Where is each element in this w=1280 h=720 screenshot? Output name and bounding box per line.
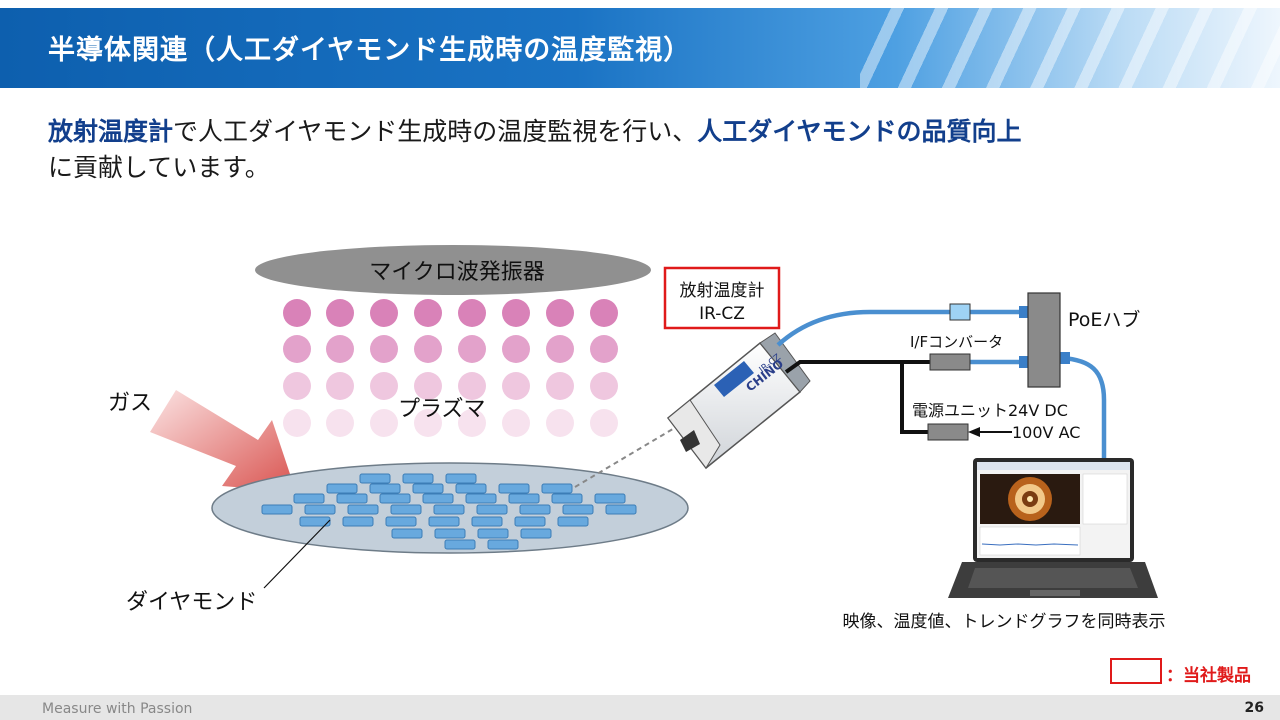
power-cable — [900, 362, 930, 434]
diamond-pointer-line — [263, 519, 331, 589]
ac-label: 100V AC — [1012, 423, 1080, 442]
plasma-label: プラズマ — [398, 397, 486, 422]
power-unit-label: 電源ユニット24V DC — [912, 401, 1068, 420]
ir-cz-sensor: CHINO IR-CZ — [666, 332, 811, 470]
plasma-dots — [283, 299, 618, 437]
pc-caption: 映像、温度値、トレンドグラフを同時表示 — [843, 612, 1166, 632]
gas-label: ガス — [108, 391, 152, 416]
ethernet-cable-pc — [1061, 355, 1107, 463]
footer-tagline: Measure with Passion — [42, 701, 193, 717]
poe-port-bottom — [1019, 356, 1029, 368]
poe-hub-label: PoEハブ — [1068, 308, 1140, 331]
microwave-label: マイクロ波発振器 — [369, 260, 545, 285]
lead-text: 放射温度計で人工ダイヤモンド生成時の温度監視を行い、人工ダイヤモンドの品質向上に… — [48, 114, 1228, 186]
measurement-beam — [574, 419, 689, 488]
gas-arrow — [150, 390, 296, 492]
poe-port-right — [1060, 352, 1070, 364]
laptop-pc — [948, 458, 1158, 598]
diamond-label: ダイヤモンド — [126, 590, 257, 615]
signal-cable — [784, 360, 930, 374]
ac-arrow-head — [968, 427, 980, 437]
if-converter — [929, 353, 971, 371]
lead-emphasis-quality: 人工ダイヤモンドの品質向上 — [697, 117, 1022, 146]
if-converter-label: I/Fコンバータ — [910, 333, 1003, 351]
product-legend-text: ：当社製品 — [1166, 666, 1251, 686]
power-unit — [927, 423, 969, 441]
header-stripes — [860, 8, 1280, 88]
thermometer-label-line2: IR-CZ — [699, 304, 745, 324]
poe-port-top — [1019, 306, 1029, 318]
header-bar: 半導体関連（人工ダイヤモンド生成時の温度監視） — [0, 8, 1280, 88]
thermometer-label-line1: 放射温度計 — [680, 281, 765, 301]
page-number: 26 — [1244, 700, 1264, 716]
product-legend-swatch — [1110, 658, 1162, 684]
lan-connector — [949, 303, 971, 321]
lead-text-part4: に貢献しています。 — [48, 153, 270, 182]
lead-text-part2: で人工ダイヤモンド生成時の温度監視を行い、 — [173, 117, 698, 146]
thermometer-product-box — [663, 266, 781, 330]
diamond-tiles — [261, 473, 637, 550]
ethernet-cable-sensor — [776, 309, 950, 347]
lead-emphasis-thermometer: 放射温度計 — [48, 117, 174, 146]
microwave-oscillator — [255, 245, 651, 295]
page-title: 半導体関連（人工ダイヤモンド生成時の温度監視） — [48, 35, 692, 66]
footer-bar — [0, 695, 1280, 720]
poe-hub — [1027, 292, 1061, 388]
